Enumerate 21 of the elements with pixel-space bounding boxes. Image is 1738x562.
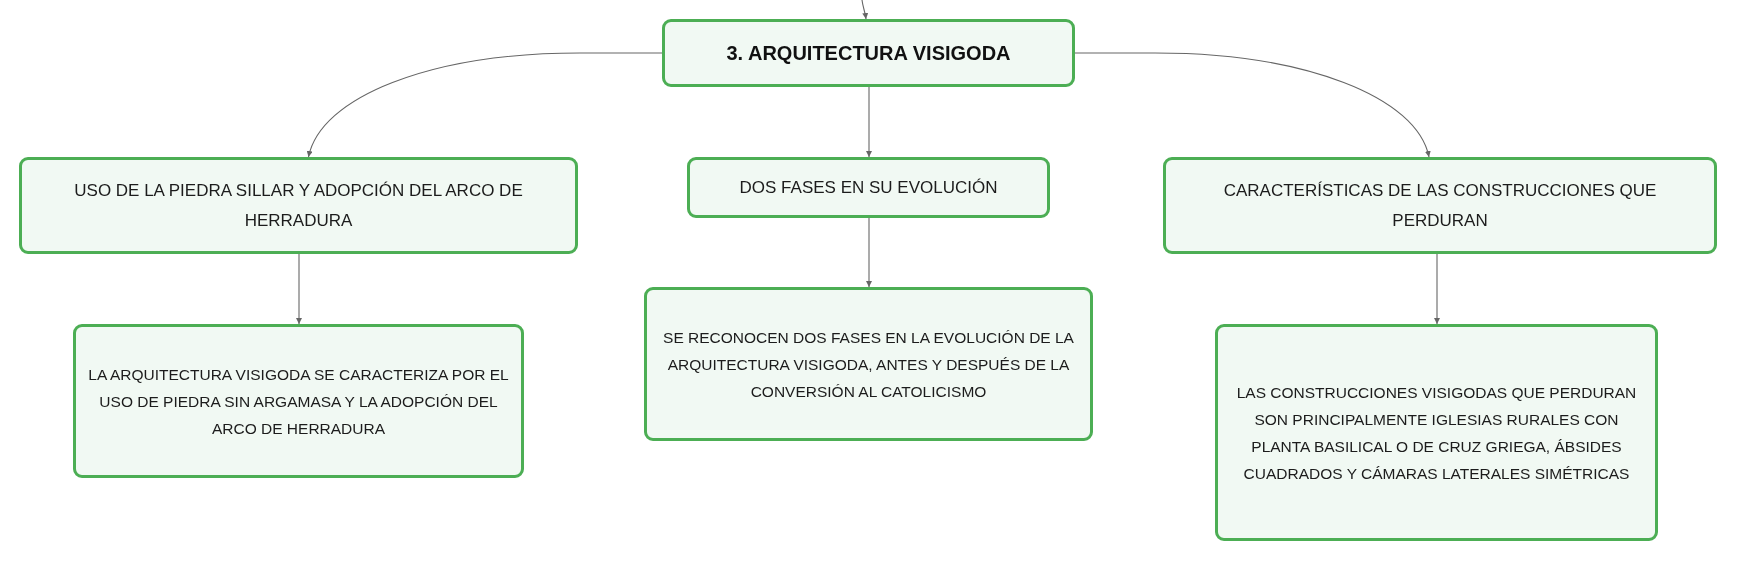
connector-arrow (1074, 52, 1430, 158)
detail-box (73, 324, 524, 478)
topic-label: LA ARQUITECTURA VISIGODA SE CARACTERIZA POR EL USO DE PIEDRA SIN ARGAMASA Y LA ADOPCIÓN DEL ARCO DE HERRADURA (87, 364, 510, 439)
connector-arrow (866, 86, 872, 158)
connector-arrow (1434, 253, 1440, 325)
detail-box (1215, 324, 1658, 541)
topic-label: SE RECONOCEN DOS FASES EN LA EVOLUCIÓN DE LA ARQUITECTURA VISIGODA, ANTES Y DESPUÉS DE LA CONVERSIÓN AL CATOLICISMO (662, 327, 1075, 402)
subtopic-box (19, 157, 578, 254)
connector-arrow (866, 217, 872, 288)
subtopic-box (1163, 157, 1717, 254)
central-topic-box (662, 19, 1075, 87)
topic-label: LAS CONSTRUCCIONES VISIGODAS QUE PERDURAN SON PRINCIPALMENTE IGLESIAS RURALES CON PLANTA BASILICAL O DE CRUZ GRIEGA, ÁBSIDES CUADRADOS Y CÁMARAS LATERALES SIMÉTRICAS (1235, 382, 1638, 484)
central-topic-label: 3. ARQUITECTURA VISIGODA (726, 41, 1011, 66)
connector-arrow (861, 0, 869, 20)
topic-label: CARACTERÍSTICAS DE LAS CONSTRUCCIONES QUE PERDURAN (1222, 179, 1658, 232)
connector-arrow (296, 253, 302, 325)
connector-arrow (307, 52, 663, 158)
detail-box (644, 287, 1093, 441)
topic-label: DOS FASES EN SU EVOLUCIÓN (739, 176, 998, 199)
subtopic-box (687, 157, 1050, 218)
topic-label: USO DE LA PIEDRA SILLAR Y ADOPCIÓN DEL ARCO DE HERRADURA (73, 179, 524, 232)
